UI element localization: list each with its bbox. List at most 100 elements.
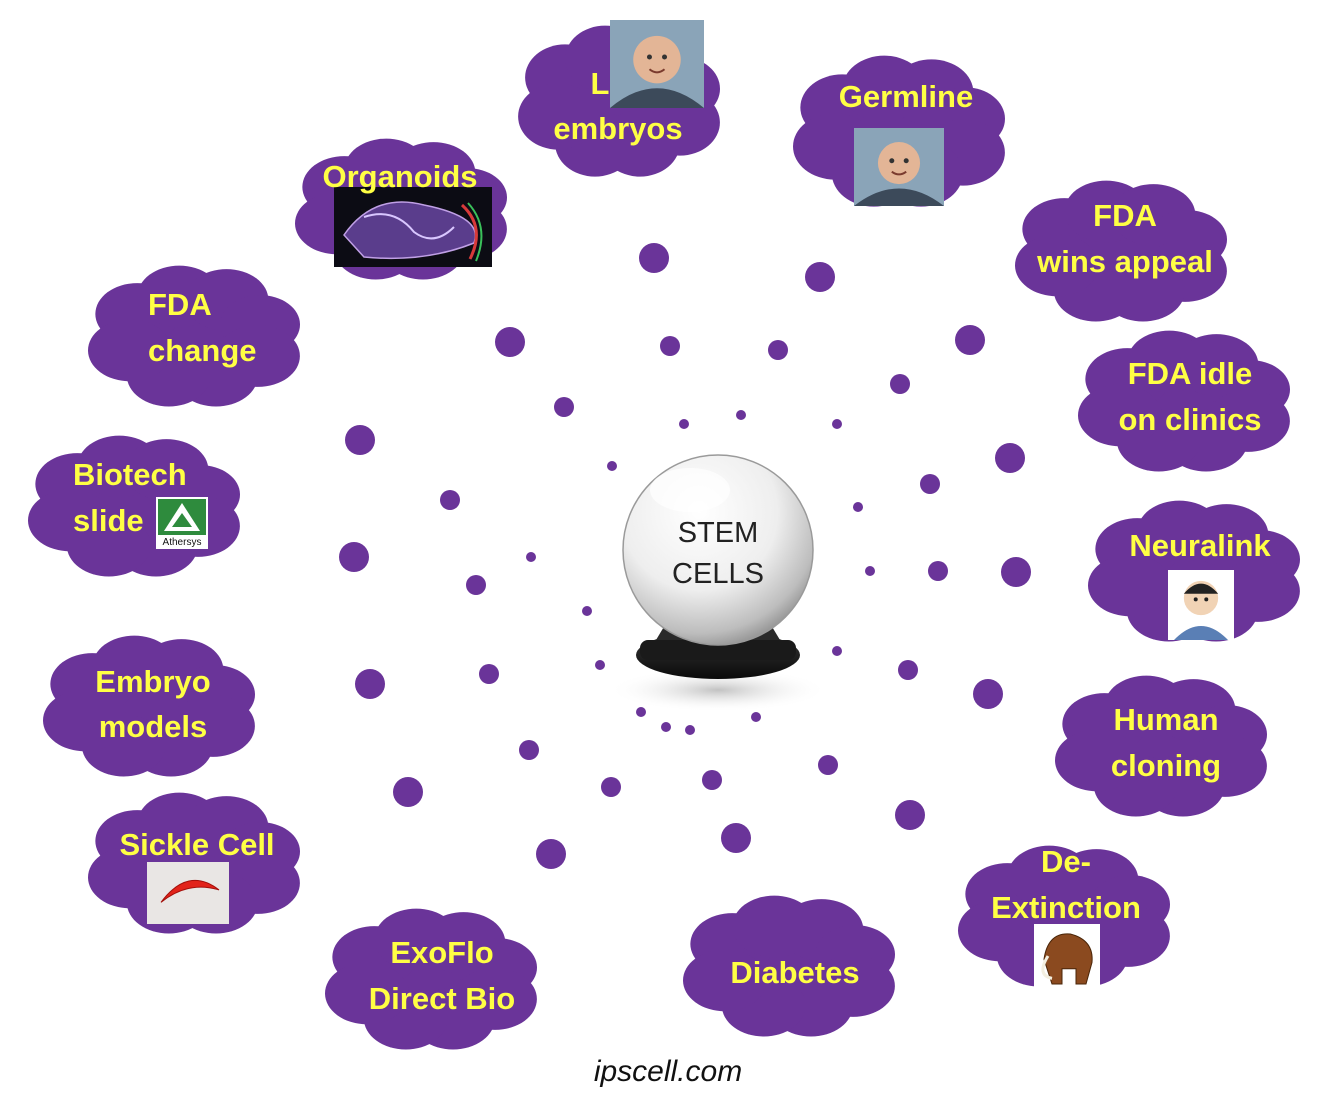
caricature-eye <box>1204 597 1209 602</box>
dot <box>685 725 695 735</box>
caricature-hair <box>1183 583 1219 594</box>
dot <box>1001 557 1031 587</box>
photo-eye <box>662 54 668 60</box>
footer-site: ipscell.com <box>593 1055 743 1088</box>
topic-cloud-organoids: Organoids <box>295 138 507 280</box>
dot <box>440 490 460 510</box>
cloud-puff <box>683 949 767 1012</box>
topic-label: FDA idle <box>1128 356 1253 391</box>
micrograph-tissue <box>343 201 477 260</box>
dot <box>736 410 746 420</box>
topic-label: Direct Bio <box>369 981 515 1016</box>
dot <box>536 839 566 869</box>
dot <box>393 777 423 807</box>
topic-label: change <box>148 333 257 368</box>
dot <box>519 740 539 760</box>
dot <box>339 542 369 572</box>
photo-face <box>633 35 681 84</box>
topic-cloud-human-cloning: Human cloning <box>1055 675 1267 817</box>
dot <box>661 722 671 732</box>
mammoth-tusk <box>1041 955 1053 980</box>
topic-label: wins appeal <box>1036 244 1213 279</box>
micrograph-edge-green <box>467 202 483 262</box>
dot <box>702 770 722 790</box>
dot <box>636 707 646 717</box>
person-photo <box>854 128 944 206</box>
dot <box>818 755 838 775</box>
topic-label: Germline <box>839 79 973 114</box>
dot <box>865 566 875 576</box>
topic-label: slide <box>73 503 144 538</box>
cloud-puff <box>88 319 172 382</box>
dot <box>601 777 621 797</box>
caricature-image <box>1168 570 1234 640</box>
micrograph-fold <box>363 213 455 240</box>
topic-cloud-germline: Germline <box>793 55 1005 207</box>
topic-label: Diabetes <box>730 955 859 990</box>
person-photo <box>610 20 704 108</box>
topic-cloud-lab-embryos: Labembryos <box>518 20 720 177</box>
ball-highlight <box>650 468 730 512</box>
dot <box>973 679 1003 709</box>
mammoth-body <box>1043 933 1093 985</box>
cloud-puff <box>1015 234 1099 297</box>
dot <box>898 660 918 680</box>
topic-cloud-sickle-cell: Sickle Cell <box>88 792 300 934</box>
topic-cloud-embryo-models: Embryo models <box>43 635 256 777</box>
dot <box>479 664 499 684</box>
center-label-line1: STEM <box>678 517 759 549</box>
photo-mouth <box>648 68 666 74</box>
topic-label: Human <box>1113 702 1218 737</box>
topic-label: ExoFlo <box>390 935 493 970</box>
dot <box>554 397 574 417</box>
photo-eye <box>903 158 909 164</box>
mammoth-image <box>1034 924 1100 988</box>
cloud-puff <box>1088 554 1172 617</box>
center-label-line2: CELLS <box>672 558 764 590</box>
dot <box>890 374 910 394</box>
micrograph-edge-red <box>460 203 478 260</box>
dot <box>595 660 605 670</box>
caricature-eye <box>1193 597 1198 602</box>
dot <box>995 443 1025 473</box>
organoid-image <box>334 187 492 267</box>
cloud-puff <box>958 899 1042 962</box>
photo-eye <box>646 54 652 60</box>
sickle-cell-image <box>147 862 229 924</box>
topic-cloud-de-extinction: De-Extinction <box>958 844 1170 988</box>
dot <box>607 461 617 471</box>
topic-label: cloning <box>1111 748 1221 783</box>
sickle-cell-shape <box>160 880 220 903</box>
photo-shirt <box>854 188 944 206</box>
topic-label: Biotech <box>73 457 187 492</box>
topic-label: Embryo <box>95 664 210 699</box>
topic-label: Extinction <box>991 890 1141 925</box>
cloud-puff <box>28 489 112 552</box>
athersys-logo: Athersys <box>156 497 208 549</box>
dot <box>928 561 948 581</box>
logo-triangle-inner <box>172 513 192 527</box>
dot <box>660 336 680 356</box>
cloud-puff <box>43 689 127 752</box>
photo-face <box>877 142 921 185</box>
dot <box>526 552 536 562</box>
dot <box>768 340 788 360</box>
topic-cloud-neuralink: Neuralink <box>1088 500 1300 642</box>
ball-shadow <box>608 668 828 712</box>
dot <box>345 425 375 455</box>
topic-cloud-diabetes: Diabetes <box>683 895 895 1037</box>
topic-label: Sickle Cell <box>119 827 274 862</box>
cloud-puff <box>1055 729 1139 792</box>
topic-label: models <box>99 709 208 744</box>
ball-base-ring <box>640 640 796 660</box>
dot <box>920 474 940 494</box>
photo-shirt <box>610 88 704 108</box>
cloud-puff <box>325 962 409 1025</box>
crystal-ball: STEM CELLS <box>608 454 828 712</box>
